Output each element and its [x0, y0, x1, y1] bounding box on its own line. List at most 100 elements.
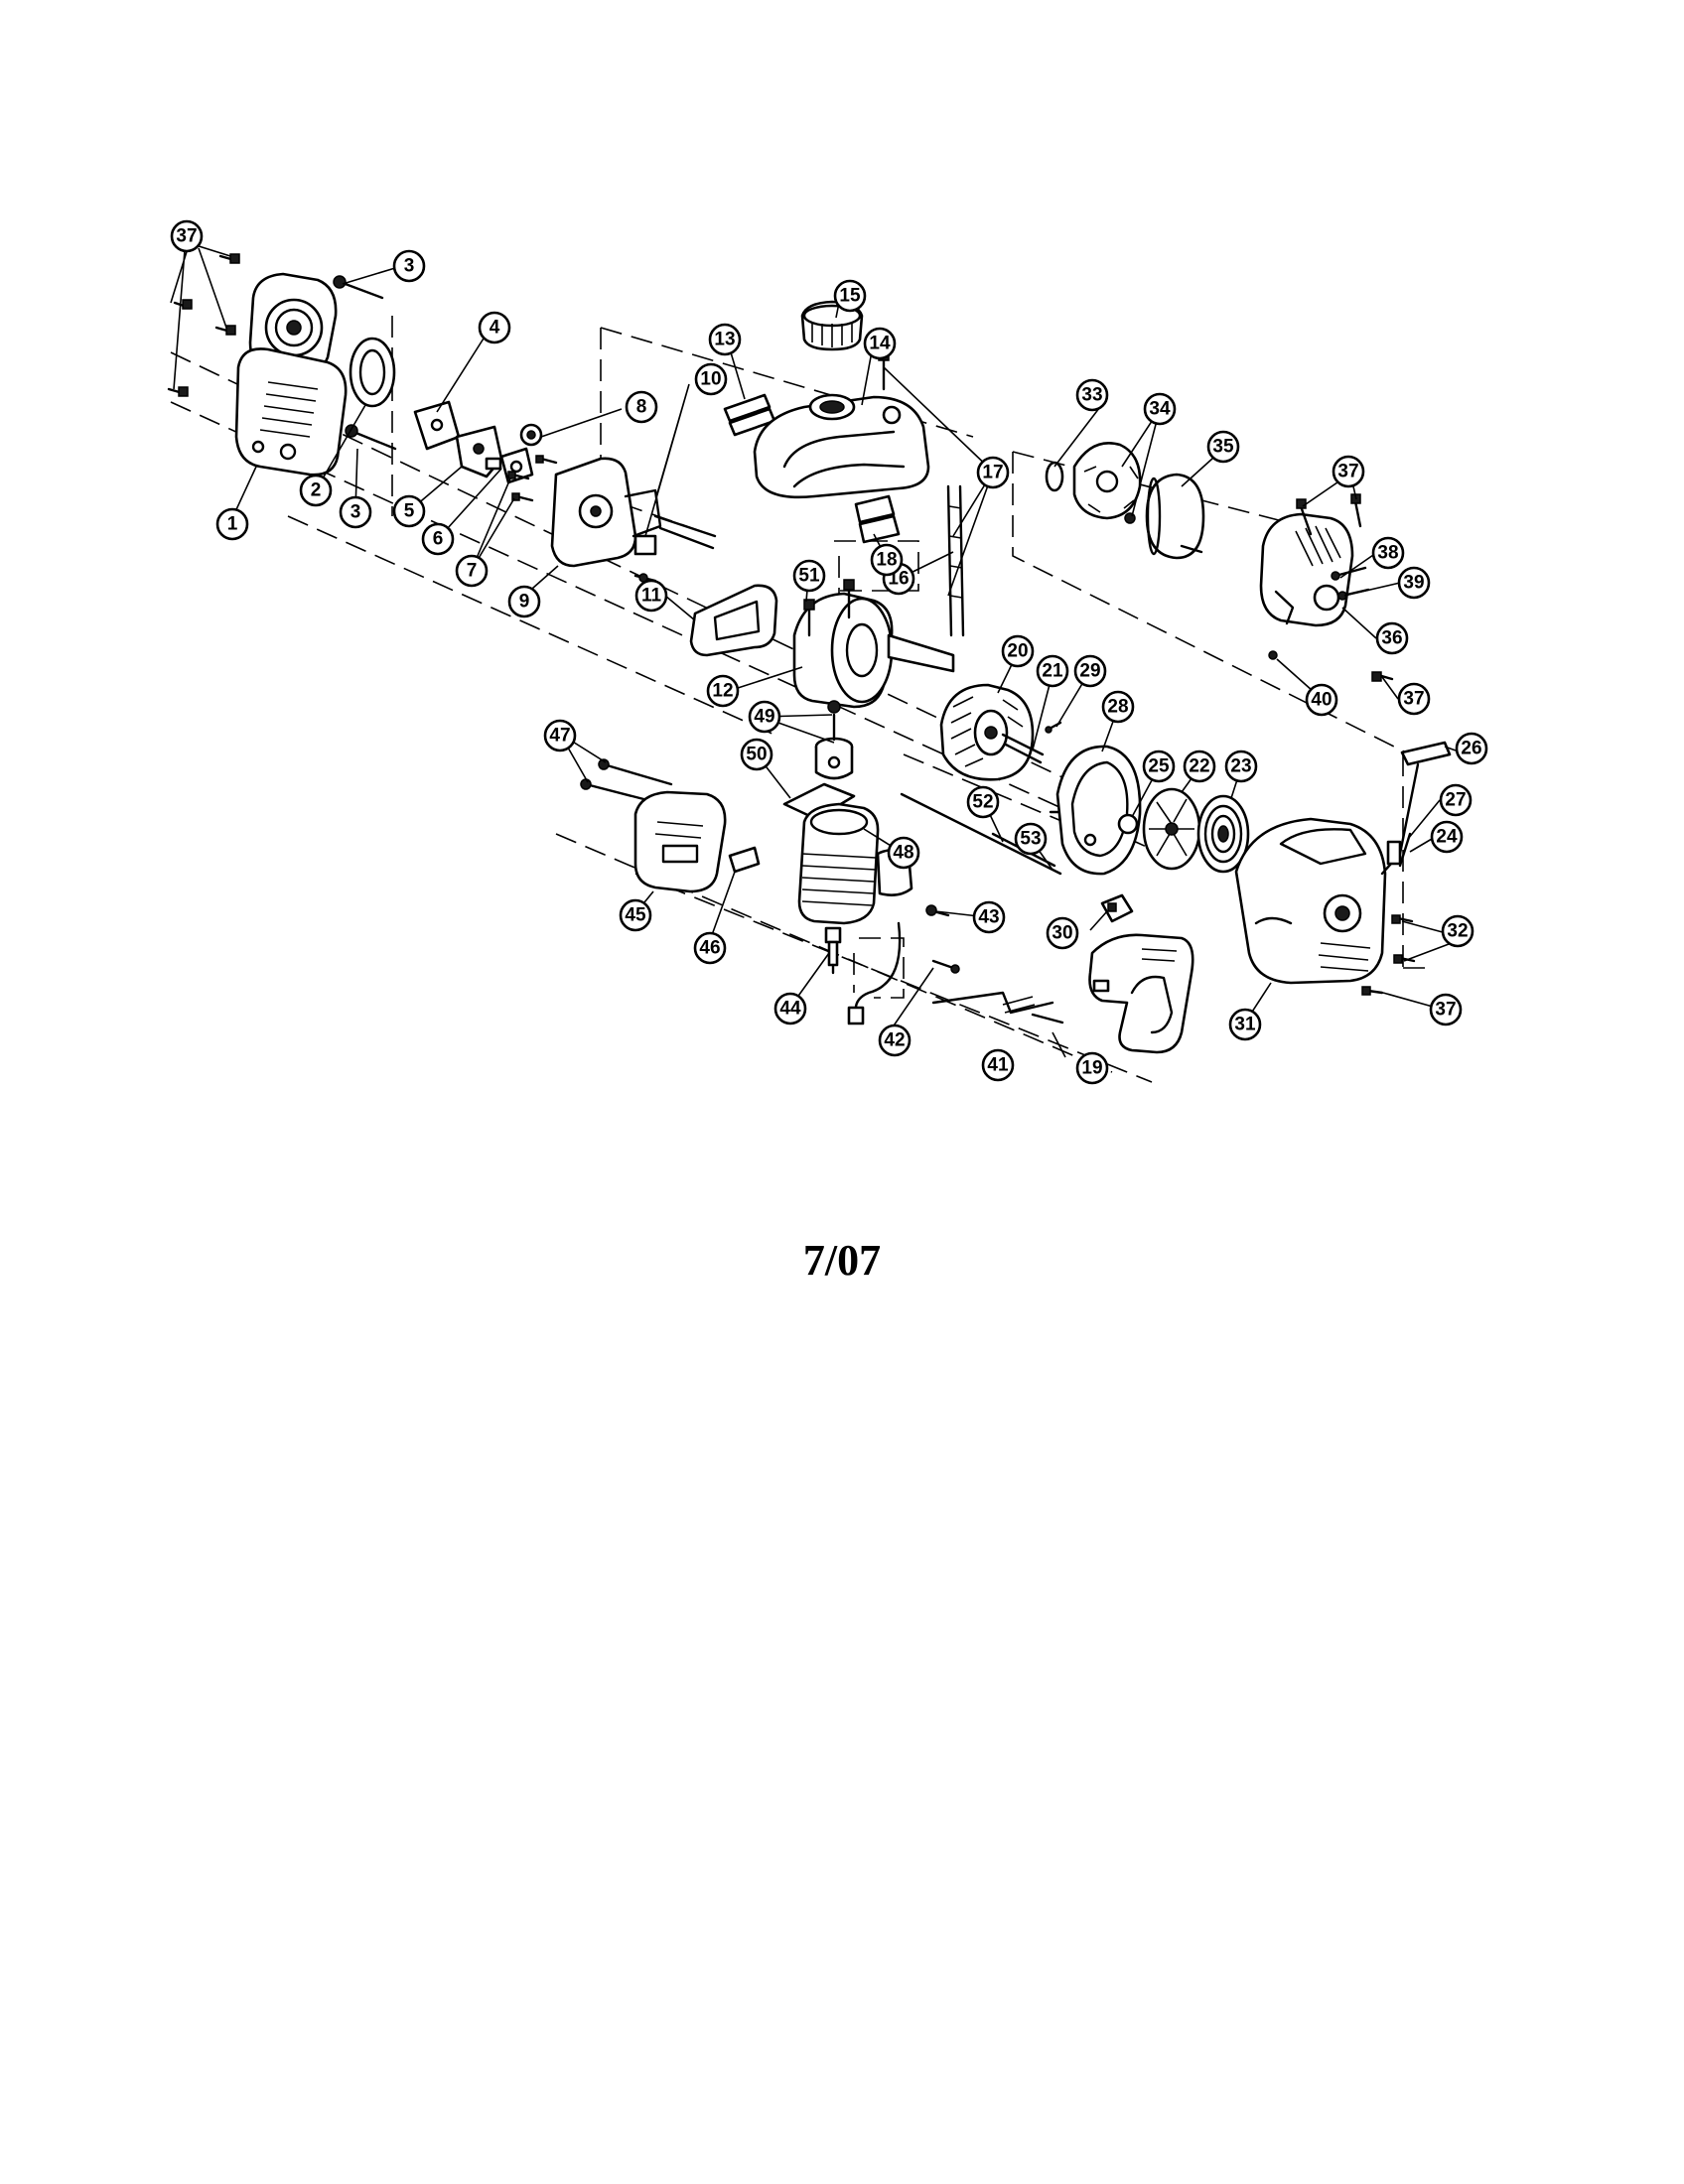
callout-34: 34: [1143, 392, 1177, 426]
part-11-gasket: [689, 584, 778, 657]
svg-text:9: 9: [519, 592, 530, 613]
svg-text:3: 3: [351, 502, 361, 523]
part-42-ignition-coil-wire: [847, 921, 960, 1025]
svg-text:27: 27: [1445, 790, 1466, 811]
svg-text:18: 18: [876, 550, 897, 571]
svg-text:14: 14: [869, 334, 891, 354]
svg-text:25: 25: [1148, 756, 1170, 777]
svg-text:41: 41: [987, 1055, 1009, 1076]
svg-text:5: 5: [404, 501, 415, 522]
svg-text:43: 43: [978, 907, 999, 928]
part-2-clutch-drum: [349, 337, 396, 408]
svg-text:24: 24: [1436, 827, 1458, 848]
callout-52: 52: [966, 785, 1000, 819]
part-33-washer: [1045, 461, 1064, 492]
svg-text:15: 15: [839, 286, 861, 307]
svg-text:22: 22: [1189, 756, 1209, 777]
part-18-bracket: [854, 494, 901, 544]
part-5-carburetor: [455, 425, 503, 478]
part-48-cylinder: [797, 802, 913, 925]
callout-26: 26: [1455, 732, 1488, 765]
svg-text:37: 37: [176, 226, 197, 247]
svg-text:45: 45: [625, 905, 646, 926]
part-35-clutch-drum: [1145, 473, 1205, 560]
callout-11: 11: [634, 579, 668, 613]
svg-text:12: 12: [712, 681, 733, 702]
callout-5: 5: [392, 494, 426, 528]
part-46-muffler-gasket: [728, 846, 761, 874]
svg-text:29: 29: [1079, 661, 1100, 682]
svg-text:38: 38: [1377, 543, 1398, 564]
part-13-clip: [723, 393, 776, 437]
svg-text:30: 30: [1052, 923, 1072, 944]
callout-35: 35: [1206, 430, 1240, 464]
callout-49: 49: [748, 700, 781, 734]
svg-text:36: 36: [1381, 628, 1402, 649]
callout-28: 28: [1101, 690, 1135, 724]
part-23-recoil-spring: [1196, 794, 1250, 874]
callout-20: 20: [1001, 634, 1035, 668]
part-24-27-starter-rope: [1380, 762, 1420, 876]
svg-text:19: 19: [1081, 1058, 1102, 1079]
svg-text:34: 34: [1149, 399, 1171, 420]
callout-37-top-left: 37: [170, 219, 204, 253]
part-22-pulley: [1142, 787, 1201, 871]
callout-29: 29: [1073, 654, 1107, 688]
part-21-shaft: [1001, 733, 1045, 764]
part-4-air-filter-base: [413, 400, 461, 451]
svg-text:33: 33: [1081, 385, 1102, 406]
callout-7: 7: [455, 554, 489, 588]
svg-text:13: 13: [714, 330, 735, 350]
callout-41: 41: [981, 1048, 1015, 1082]
svg-text:17: 17: [982, 463, 1003, 483]
callout-44: 44: [773, 992, 807, 1025]
svg-text:3: 3: [404, 256, 415, 277]
callout-37-bottom-right: 37: [1429, 993, 1463, 1026]
callout-18: 18: [870, 543, 904, 577]
callout-36: 36: [1375, 621, 1409, 655]
svg-text:32: 32: [1447, 921, 1468, 942]
part-26-starter-handle: [1400, 741, 1452, 766]
part-7-screws: [507, 471, 534, 502]
part-36-gear-housing: [1259, 512, 1354, 627]
part-50-gasket: [782, 782, 856, 821]
svg-text:52: 52: [972, 792, 993, 813]
svg-text:26: 26: [1461, 739, 1481, 759]
callout-53: 53: [1014, 822, 1048, 856]
callout-17: 17: [976, 456, 1010, 489]
callout-14: 14: [863, 327, 897, 360]
callout-39: 39: [1397, 566, 1431, 600]
callout-22: 22: [1183, 750, 1216, 783]
svg-text:11: 11: [641, 586, 662, 607]
part-40-pin: [1268, 650, 1278, 660]
part-20-flywheel: [939, 683, 1035, 781]
callout-25: 25: [1142, 750, 1176, 783]
svg-text:20: 20: [1007, 641, 1028, 662]
svg-text:47: 47: [549, 726, 570, 747]
part-41-throttle-cable: [931, 991, 1064, 1024]
part-25-spring-washer: [1117, 813, 1139, 835]
callout-51: 51: [792, 559, 826, 593]
part-14-fuel-tank: [753, 393, 930, 499]
callout-10: 10: [694, 362, 728, 396]
svg-text:7: 7: [467, 561, 478, 582]
part-1-clutch-housing: [234, 272, 348, 477]
callout-32: 32: [1441, 914, 1474, 948]
callout-37-right-mid: 37: [1397, 682, 1431, 716]
svg-text:31: 31: [1234, 1015, 1256, 1035]
svg-text:50: 50: [746, 745, 767, 765]
svg-text:35: 35: [1212, 437, 1234, 458]
callout-31: 31: [1228, 1008, 1262, 1041]
callout-48: 48: [887, 836, 920, 870]
svg-text:42: 42: [884, 1030, 905, 1051]
callout-12: 12: [706, 674, 740, 708]
part-31-starter-housing: [1234, 817, 1387, 985]
svg-text:1: 1: [227, 514, 238, 535]
svg-text:48: 48: [893, 843, 913, 864]
part-51-bolts: [803, 579, 855, 637]
callout-27: 27: [1439, 783, 1473, 817]
callout-13: 13: [708, 323, 742, 356]
callout-24: 24: [1430, 820, 1464, 854]
callout-3-bottom: 3: [339, 495, 372, 529]
date-code: 7/07: [802, 1236, 882, 1285]
